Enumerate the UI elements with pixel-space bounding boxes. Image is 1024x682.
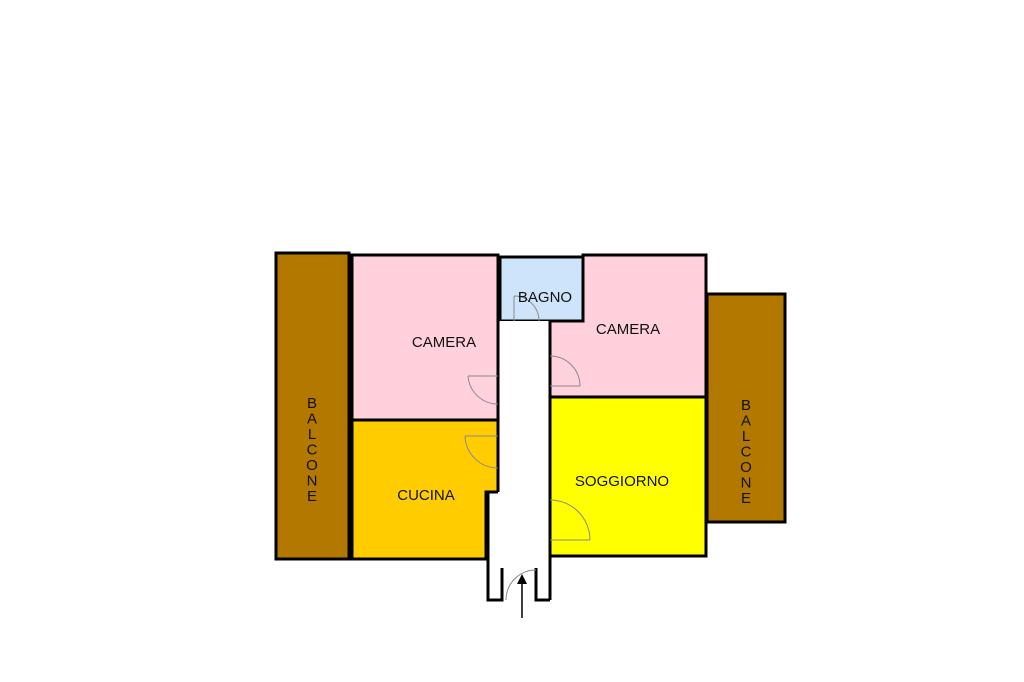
corridor [488, 321, 550, 600]
camera-left-label: CAMERA [412, 334, 476, 351]
balcone-left-room [274, 251, 351, 561]
door-bagno [513, 295, 540, 322]
entrance-wall-left [486, 490, 504, 602]
cucina-label: CUCINA [397, 487, 455, 504]
balcone-right-room [705, 292, 787, 524]
entrance-arrow-icon [517, 574, 527, 618]
soggiorno-room [548, 395, 708, 558]
camera-right-label: CAMERA [596, 321, 660, 338]
door-camera-right [549, 355, 581, 387]
door-entrance [505, 569, 537, 601]
soggiorno-label: SOGGIORNO [575, 473, 669, 490]
door-soggiorno [549, 499, 591, 541]
door-cucina [464, 435, 499, 469]
door-camera-left [467, 375, 499, 405]
bagno-label: BAGNO [518, 289, 572, 306]
entrance-wall-right [534, 568, 550, 602]
